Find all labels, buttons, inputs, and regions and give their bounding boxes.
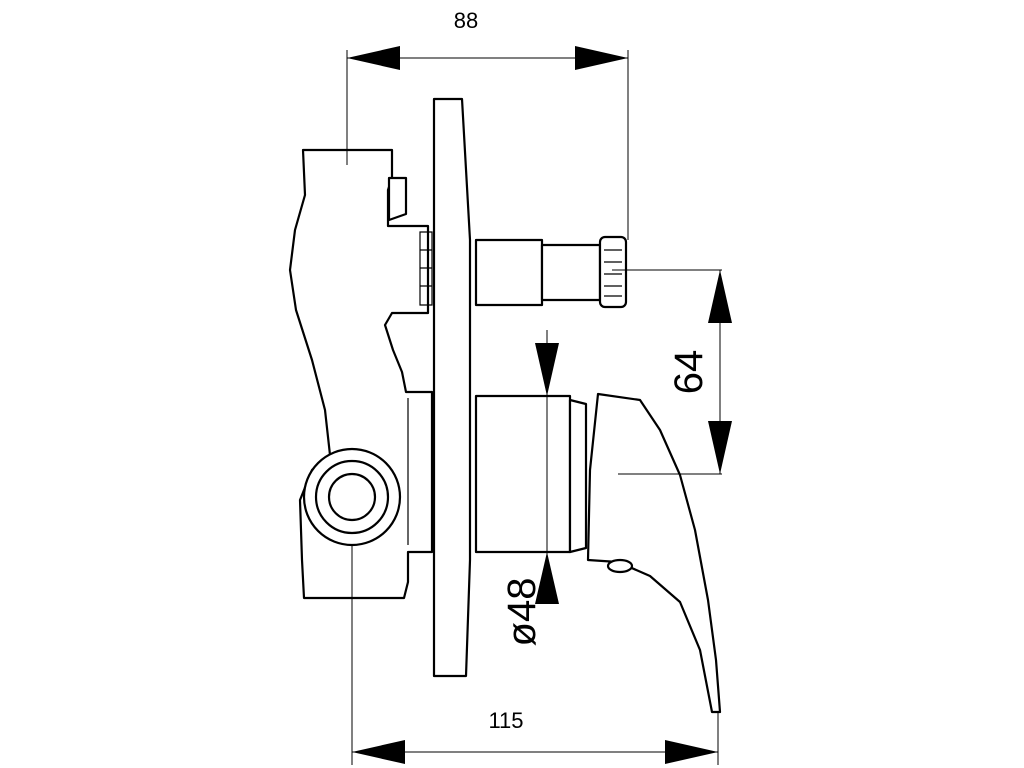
dimension-48-arrow-top <box>535 343 559 396</box>
cover-plate <box>432 97 472 678</box>
inlet-port <box>302 447 402 547</box>
dimension-88-arrow-right <box>575 46 628 70</box>
dimension-115-arrow-right <box>665 740 718 764</box>
dimension-64-arrow-bottom <box>708 421 732 474</box>
dimension-88: 88 <box>346 8 629 240</box>
dimension-115-label: 115 <box>488 708 523 733</box>
dimension-64-label: 64 <box>667 350 711 395</box>
dimension-64: 64 <box>612 269 732 475</box>
dimension-48-arrow-bottom <box>535 552 559 604</box>
dimension-48-label: ø48 <box>500 578 544 647</box>
lever-handle <box>586 392 722 714</box>
handle-sleeve <box>474 394 588 554</box>
dimension-88-label: 88 <box>454 8 478 33</box>
diverter-knob <box>474 235 628 309</box>
dimension-115-arrow-left <box>352 740 405 764</box>
dimension-88-arrow-left <box>347 46 400 70</box>
dimension-diameter-48: ø48 <box>500 330 559 646</box>
dimension-64-arrow-top <box>708 270 732 323</box>
dimension-115: 115 <box>351 545 719 765</box>
